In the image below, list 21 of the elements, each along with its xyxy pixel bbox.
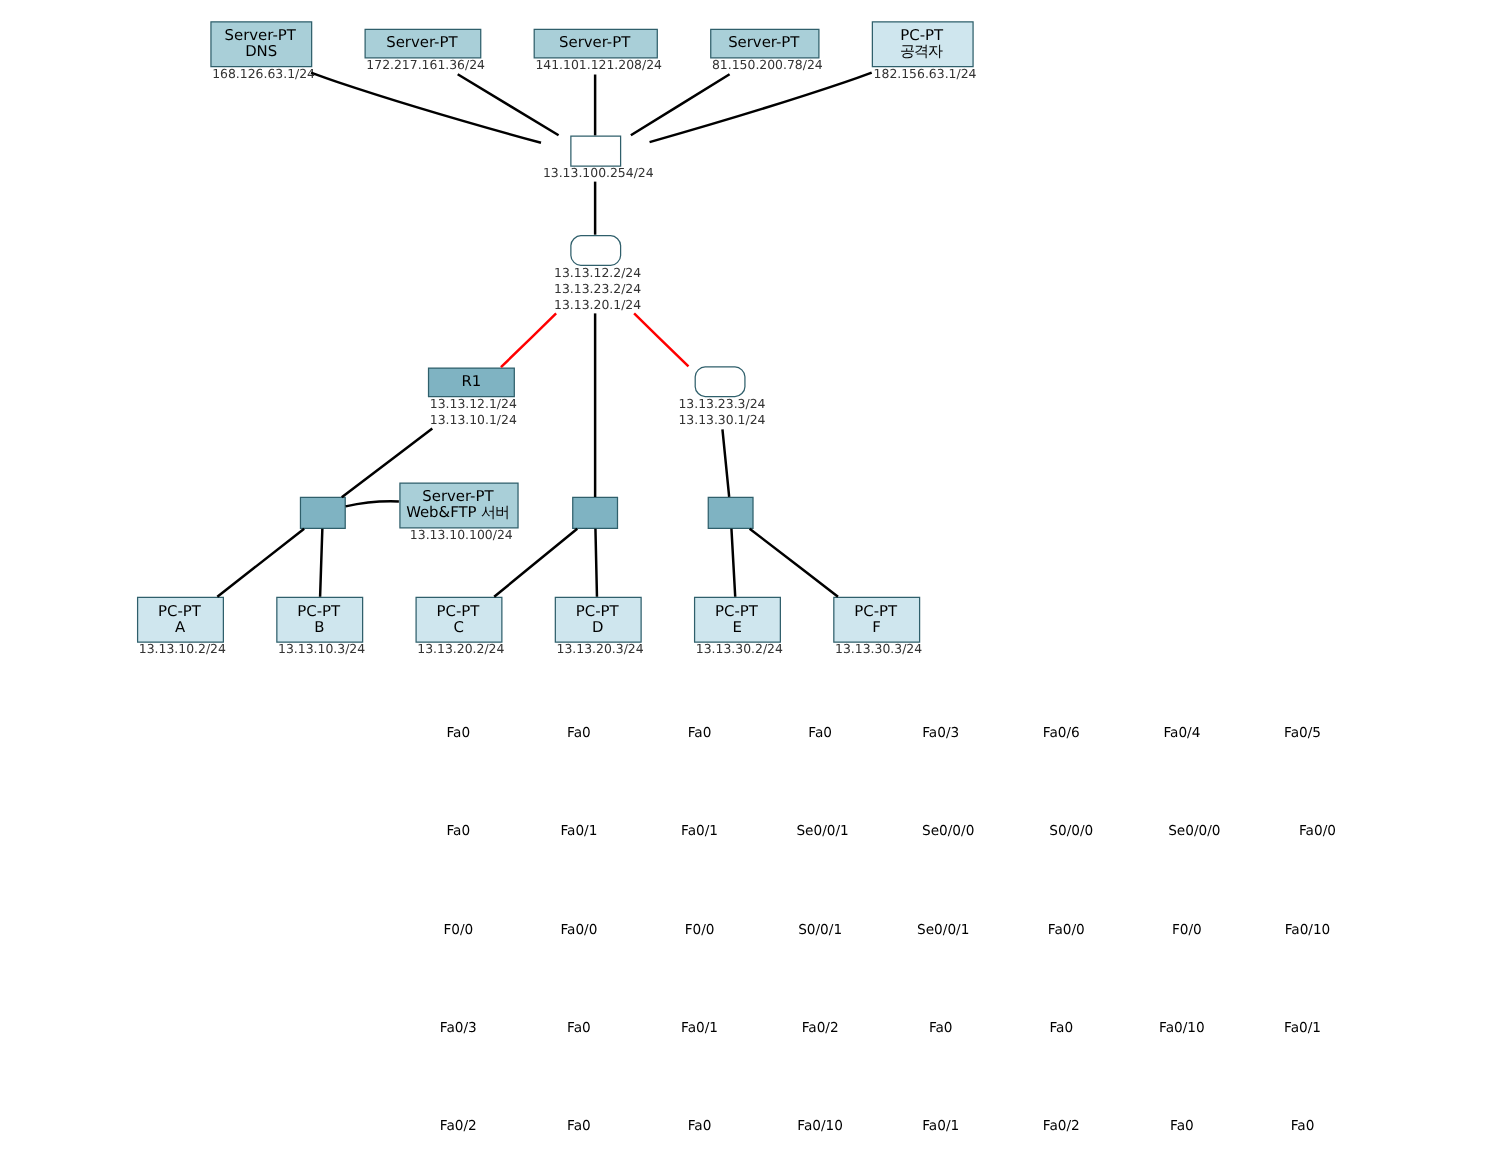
connector [729, 528, 736, 597]
connector [747, 527, 838, 598]
connector [632, 312, 689, 368]
connector [629, 73, 730, 137]
connector [592, 313, 596, 497]
connector [492, 527, 578, 598]
node-box [706, 496, 753, 530]
connector [648, 71, 872, 144]
node-box [571, 496, 618, 530]
connector [456, 73, 559, 137]
connector [344, 500, 398, 508]
connector [592, 74, 596, 136]
connector [309, 71, 541, 145]
connector [592, 181, 596, 235]
connector [593, 528, 598, 597]
node-box [298, 496, 345, 530]
connector [499, 312, 556, 369]
connector [317, 528, 323, 597]
connector [340, 427, 433, 499]
connector [720, 429, 730, 497]
connector [215, 527, 304, 598]
